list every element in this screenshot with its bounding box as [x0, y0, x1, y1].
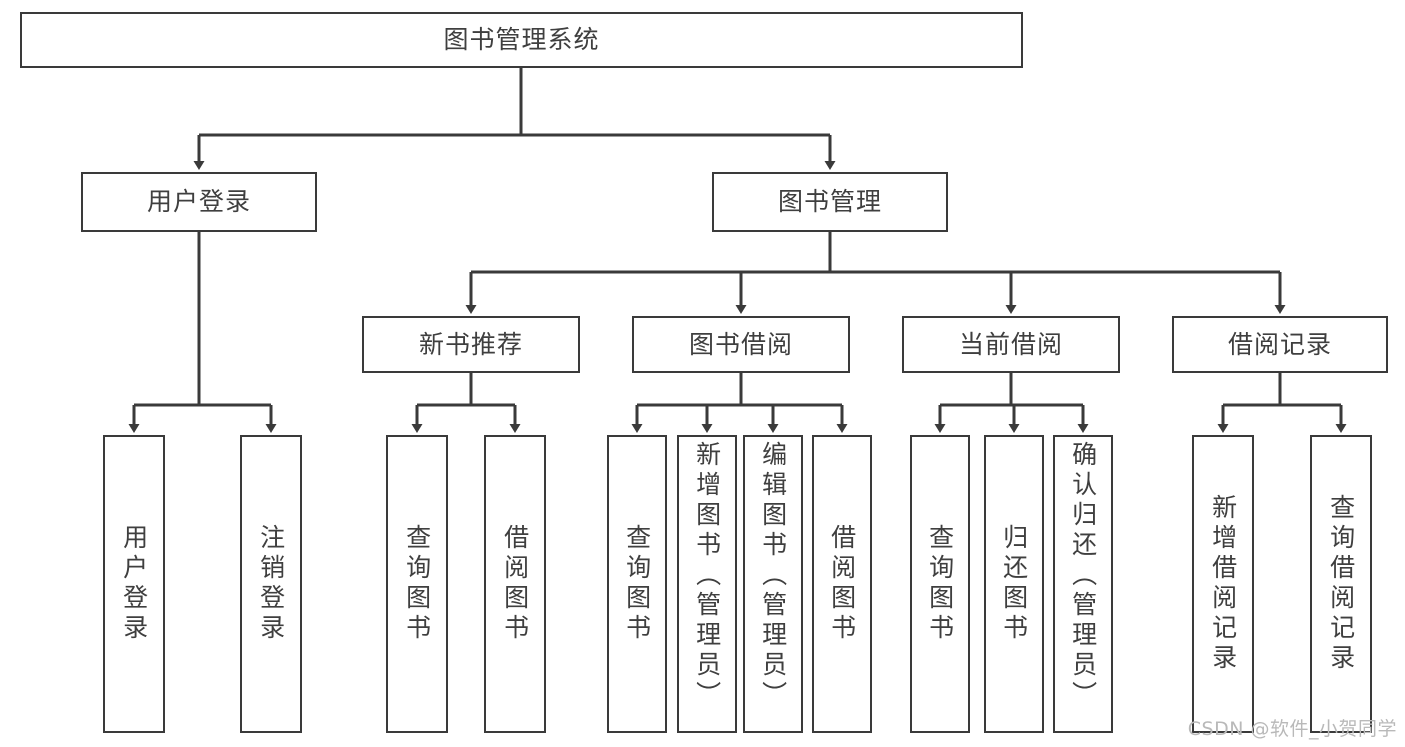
- node-leaf-edit-book[interactable]: 编辑图书（管理员）: [743, 435, 803, 733]
- node-leaf-query-book-rec[interactable]: 查询图书: [386, 435, 448, 733]
- node-leaf-user-logout-label: 注销登录: [256, 524, 286, 644]
- node-borrow-record[interactable]: 借阅记录: [1172, 316, 1388, 373]
- node-book-manage-label: 图书管理: [777, 187, 882, 217]
- node-new-book-rec-label: 新书推荐: [418, 329, 523, 359]
- node-leaf-user-logout[interactable]: 注销登录: [240, 435, 302, 733]
- node-leaf-add-book[interactable]: 新增图书（管理员）: [677, 435, 737, 733]
- node-leaf-user-login-label: 用户登录: [119, 524, 149, 644]
- node-leaf-query-book-borrow-label: 查询图书: [622, 524, 652, 644]
- node-leaf-borrow-book-rec[interactable]: 借阅图书: [484, 435, 546, 733]
- node-leaf-query-book-rec-label: 查询图书: [402, 524, 432, 644]
- node-leaf-query-book-cur-label: 查询图书: [925, 524, 955, 644]
- node-leaf-add-book-label: 新增图书（管理员）: [692, 441, 722, 711]
- node-leaf-confirm-return-label: 确认归还（管理员）: [1068, 441, 1098, 711]
- node-leaf-query-record-label: 查询借阅记录: [1326, 494, 1356, 674]
- node-leaf-borrow-book[interactable]: 借阅图书: [812, 435, 872, 733]
- node-leaf-confirm-return[interactable]: 确认归还（管理员）: [1053, 435, 1113, 733]
- node-leaf-return-book[interactable]: 归还图书: [984, 435, 1044, 733]
- node-book-borrow[interactable]: 图书借阅: [632, 316, 850, 373]
- node-borrow-record-label: 借阅记录: [1227, 329, 1332, 359]
- node-current-borrow[interactable]: 当前借阅: [902, 316, 1120, 373]
- node-leaf-add-record[interactable]: 新增借阅记录: [1192, 435, 1254, 733]
- node-leaf-borrow-book-rec-label: 借阅图书: [500, 524, 530, 644]
- node-leaf-borrow-book-label: 借阅图书: [827, 524, 857, 644]
- node-user-login[interactable]: 用户登录: [81, 172, 317, 232]
- node-leaf-add-record-label: 新增借阅记录: [1208, 494, 1238, 674]
- node-leaf-user-login[interactable]: 用户登录: [103, 435, 165, 733]
- node-book-borrow-label: 图书借阅: [688, 329, 793, 359]
- node-current-borrow-label: 当前借阅: [958, 329, 1063, 359]
- node-root[interactable]: 图书管理系统: [20, 12, 1023, 68]
- node-leaf-return-book-label: 归还图书: [999, 524, 1029, 644]
- node-user-login-label: 用户登录: [146, 187, 251, 217]
- node-leaf-query-book-cur[interactable]: 查询图书: [910, 435, 970, 733]
- node-root-label: 图书管理系统: [443, 25, 600, 55]
- node-leaf-edit-book-label: 编辑图书（管理员）: [758, 441, 788, 711]
- csdn-watermark: CSDN @软件_小贺同学: [1187, 718, 1397, 740]
- node-new-book-rec[interactable]: 新书推荐: [362, 316, 580, 373]
- node-leaf-query-book-borrow[interactable]: 查询图书: [607, 435, 667, 733]
- node-book-manage[interactable]: 图书管理: [712, 172, 948, 232]
- node-leaf-query-record[interactable]: 查询借阅记录: [1310, 435, 1372, 733]
